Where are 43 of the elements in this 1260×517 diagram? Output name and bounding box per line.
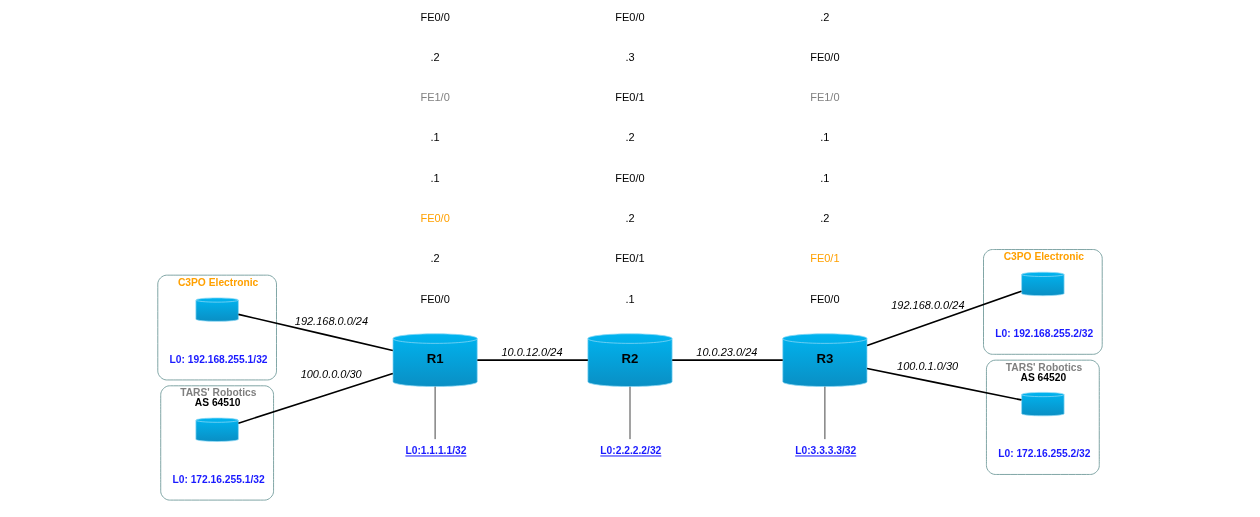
edge-label: 10.0.12.0/24	[501, 345, 563, 358]
connector	[866, 290, 1023, 347]
label: .3	[625, 50, 635, 63]
edge-label: 100.0.0.0/30	[300, 368, 362, 381]
label: FE0/0	[420, 212, 450, 225]
connector	[671, 359, 784, 361]
label: .1	[430, 171, 440, 184]
label: FE0/1	[810, 252, 840, 265]
label: .2	[430, 50, 440, 63]
connector	[237, 372, 394, 424]
label: .2	[820, 212, 830, 225]
node-label: L0: 172.16.255.2/32	[998, 448, 1091, 460]
label: FE0/0	[615, 10, 645, 23]
label: .1	[820, 171, 830, 184]
node-label: L0: 192.168.255.2/32	[995, 328, 1094, 340]
label: FE0/0	[810, 292, 840, 305]
edge-label: 192.168.0.0/24	[294, 314, 369, 327]
label: .2	[625, 131, 635, 144]
edge-label: 100.0.1.0/30	[897, 360, 959, 373]
connector	[476, 359, 589, 361]
label: FE0/1	[615, 252, 645, 265]
node-text: L0:3.3.3.3/32	[795, 445, 857, 457]
label: FE0/0	[615, 171, 645, 184]
label: .1	[430, 131, 440, 144]
label: FE0/1	[615, 91, 645, 104]
node-text: L0:1.1.1.1/32	[405, 445, 467, 457]
label: .1	[820, 131, 830, 144]
connector	[866, 367, 1023, 401]
edge-label: 10.0.23.0/24	[696, 345, 758, 358]
label: FE0/0	[420, 292, 450, 305]
node-text: L0:2.2.2.2/32	[600, 445, 662, 457]
label: FE1/0	[810, 91, 840, 104]
label: FE0/0	[810, 50, 840, 63]
node-label: L0: 172.16.255.1/32	[172, 474, 265, 486]
label: FE1/0	[420, 91, 450, 104]
connector	[237, 313, 394, 352]
label: .2	[430, 252, 440, 265]
label: .2	[820, 10, 830, 23]
node-label: L0: 192.168.255.1/32	[169, 353, 268, 365]
label: .1	[625, 292, 635, 305]
label: .2	[625, 212, 635, 225]
label: FE0/0	[420, 10, 450, 23]
edge-label: 192.168.0.0/24	[891, 298, 965, 311]
